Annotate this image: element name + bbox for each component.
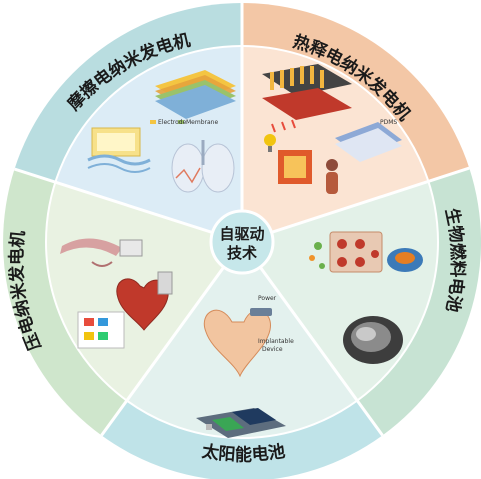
svg-text:PDMS: PDMS [380, 119, 397, 126]
dividers [14, 3, 470, 437]
solar-illustrations: Power Implantable Device [196, 295, 294, 438]
layered-device-illustration: Electrode Membrane [150, 70, 236, 126]
membrane-label: Membrane [186, 119, 218, 126]
film-stack-illustration [87, 127, 151, 173]
heart-organ-illustration [116, 271, 173, 331]
implantable-label: Implantable [258, 338, 294, 345]
pyroelectric-illustrations: PDMS [262, 64, 402, 194]
heated-array-illustration [262, 64, 352, 133]
piezoelectric-illustrations [60, 238, 173, 349]
circuit-board-illustration [77, 311, 125, 349]
triboelectric-illustrations: Electrode Membrane [87, 70, 236, 193]
person-silhouette-icon [326, 159, 338, 194]
electrode-mesh-illustration [387, 248, 423, 272]
electrode-label: Electrode [158, 119, 187, 126]
heart-device-illustration: Power Implantable Device [203, 295, 294, 378]
inner-ring-border [45, 45, 439, 439]
power-label: Power [258, 295, 277, 302]
microscope-image [343, 316, 403, 364]
center-title-line1: 自驱动 [219, 225, 264, 243]
heat-source-illustration [264, 134, 312, 184]
molecule-illustration [309, 242, 325, 269]
biofuel-chip-illustration [329, 231, 383, 273]
device-label: Device [262, 346, 283, 353]
biofuel-illustrations [309, 231, 423, 364]
center-hub-circle [209, 209, 275, 275]
solar-module-illustration [196, 408, 286, 438]
flexible-film-illustration [60, 238, 143, 267]
lungs-illustration [171, 140, 235, 193]
center-hub: 自驱动 技术 [209, 209, 275, 275]
pyro-film-illustration: PDMS [335, 119, 402, 162]
center-title-line2: 技术 [227, 244, 257, 262]
